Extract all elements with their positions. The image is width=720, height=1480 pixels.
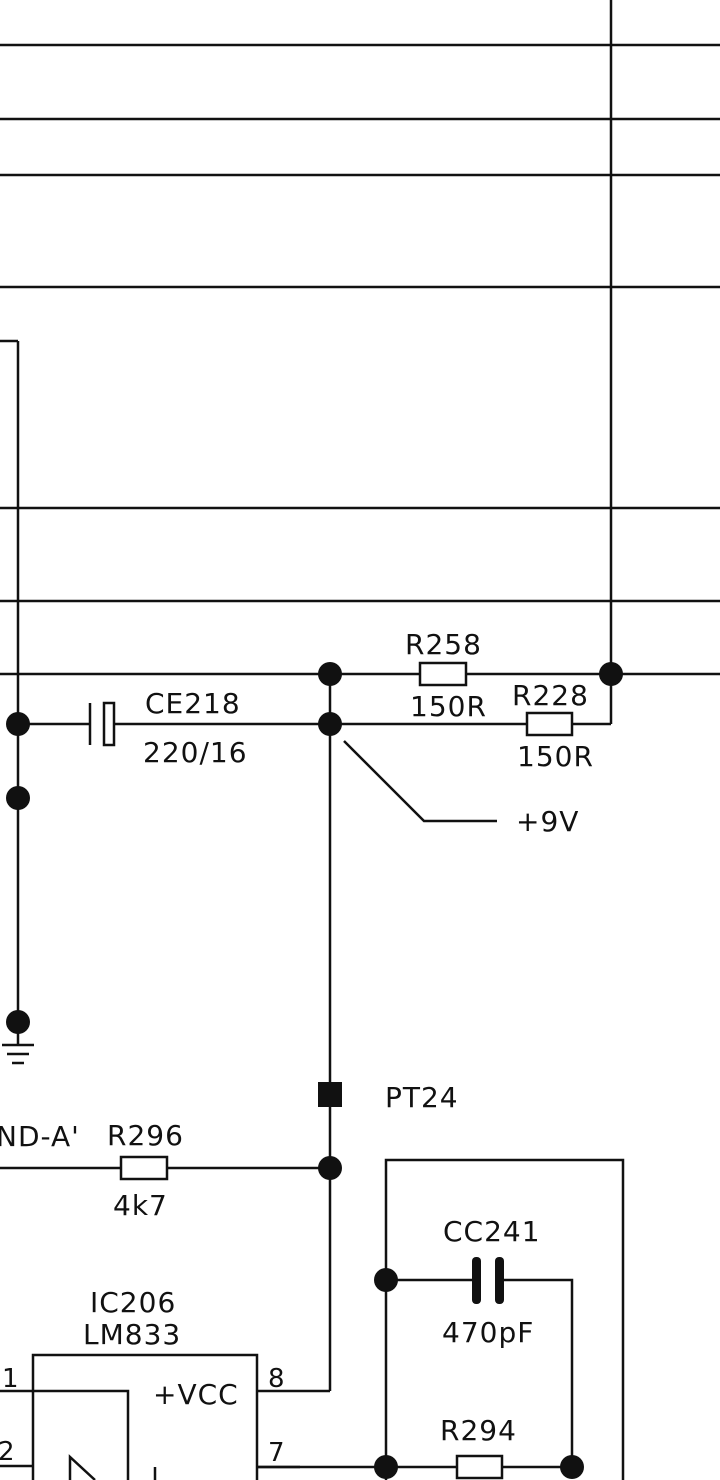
r294-ref: R294 (440, 1414, 517, 1447)
junction-dot (6, 712, 30, 736)
cc241-right-wire (500, 1278, 574, 1467)
junction-dot (560, 1455, 584, 1479)
r296-value: 4k7 (113, 1189, 168, 1222)
top-bus-wires (0, 43, 720, 603)
test-point-pt24 (318, 1082, 342, 1107)
capacitor-cc241-plate-left (472, 1257, 481, 1304)
junction-dots (6, 662, 623, 1479)
r296-ref: R296 (107, 1119, 184, 1152)
ce218-ref: CE218 (145, 687, 241, 720)
ic206-pin1-label: 1 (2, 1364, 19, 1394)
ic206-pin2-label: 2 (0, 1437, 15, 1467)
ic206-pin8-label: 8 (268, 1364, 285, 1394)
opamp-triangle (68, 1454, 96, 1480)
capacitor-ce218-plate (102, 701, 116, 747)
r258-value: 150R (410, 690, 487, 723)
r228-value: 150R (517, 740, 594, 773)
resistor-r258 (418, 661, 468, 687)
cc241-ref: CC241 (443, 1215, 541, 1248)
ce218-value: 220/16 (143, 736, 248, 769)
gnd-net-label: ND-A' (0, 1120, 80, 1153)
resistor-r294 (455, 1454, 504, 1480)
r258-ref: R258 (405, 628, 482, 661)
junction-dot (318, 662, 342, 686)
junction-dot (318, 1156, 342, 1180)
ic206-body (31, 1353, 259, 1480)
capacitor-cc241-plate-right (495, 1257, 504, 1304)
cc241-value: 470pF (442, 1316, 534, 1349)
ic206-pin7-label: 7 (268, 1438, 285, 1468)
ic206-part: LM833 (83, 1318, 181, 1351)
supply-label: +9V (516, 805, 579, 838)
resistor-r228 (525, 711, 574, 737)
r228-ref: R228 (512, 679, 589, 712)
ic206-supply-label: +VCC (153, 1378, 239, 1411)
junction-dot (318, 712, 342, 736)
supply-label-leader (343, 740, 497, 823)
pt24-label: PT24 (385, 1081, 459, 1114)
feedback-box-wire (384, 1158, 625, 1480)
junction-dot (374, 1268, 398, 1292)
junction-dot (374, 1455, 398, 1479)
junction-dot (6, 786, 30, 810)
ic206-ref: IC206 (90, 1286, 176, 1319)
junction-dot (6, 1010, 30, 1034)
ic206-pin1-wire (0, 1389, 130, 1480)
resistor-r296 (119, 1155, 169, 1181)
junction-dot (599, 662, 623, 686)
